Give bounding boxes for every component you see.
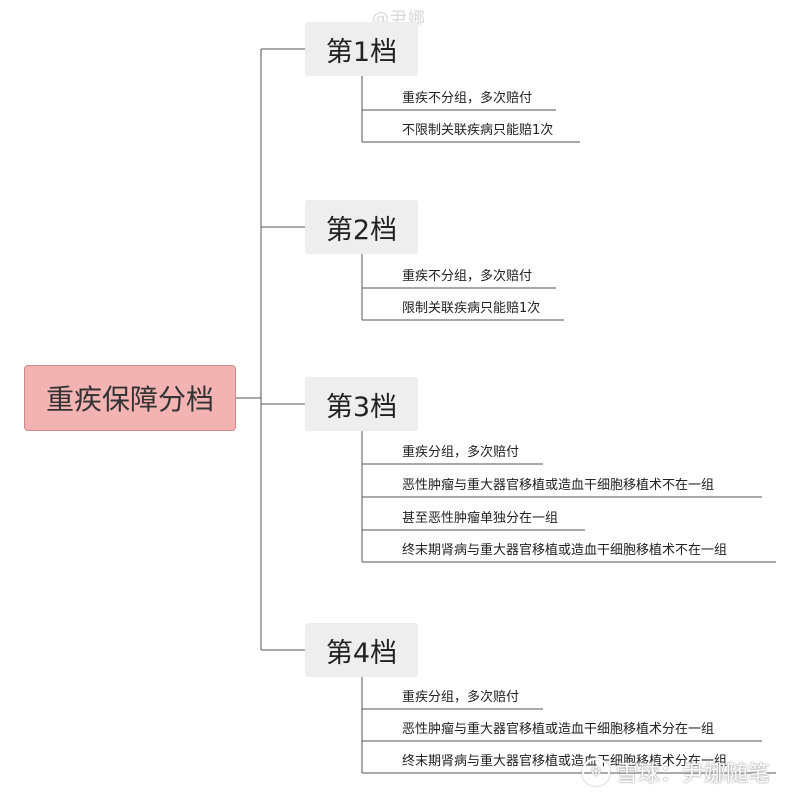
snowball-logo-icon: ❄ [582, 758, 610, 786]
tier-node-4[interactable]: 第4档 [305, 623, 418, 677]
watermark-bottom-text: 雪球：尹娜随笔 [616, 762, 771, 787]
leaf-node[interactable]: 重疾分组，多次赔付 [402, 445, 520, 460]
leaf-node[interactable]: 不限制关联疾病只能赔1次 [402, 123, 554, 138]
leaf-node[interactable]: 重疾分组，多次赔付 [402, 690, 520, 705]
leaf-node[interactable]: 重疾不分组，多次赔付 [402, 91, 533, 106]
leaf-node[interactable]: 终末期肾病与重大器官移植或造血干细胞移植术分在一组 [402, 754, 728, 769]
leaf-node[interactable]: 甚至恶性肿瘤单独分在一组 [402, 511, 559, 526]
leaf-node[interactable]: 终末期肾病与重大器官移植或造血干细胞移植术不在一组 [402, 543, 728, 558]
tier-node-2[interactable]: 第2档 [305, 200, 418, 254]
root-node[interactable]: 重疾保障分档 [24, 365, 236, 431]
watermark-bottom: ❄ 雪球：尹娜随笔 [582, 756, 770, 788]
tier-node-3[interactable]: 第3档 [305, 377, 418, 431]
leaf-node[interactable]: 重疾不分组，多次赔付 [402, 269, 533, 284]
leaf-node[interactable]: 限制关联疾病只能赔1次 [402, 301, 541, 316]
leaf-node[interactable]: 恶性肿瘤与重大器官移植或造血干细胞移植术分在一组 [402, 722, 715, 737]
tier-node-1[interactable]: 第1档 [305, 22, 418, 76]
leaf-node[interactable]: 恶性肿瘤与重大器官移植或造血干细胞移植术不在一组 [402, 478, 715, 493]
